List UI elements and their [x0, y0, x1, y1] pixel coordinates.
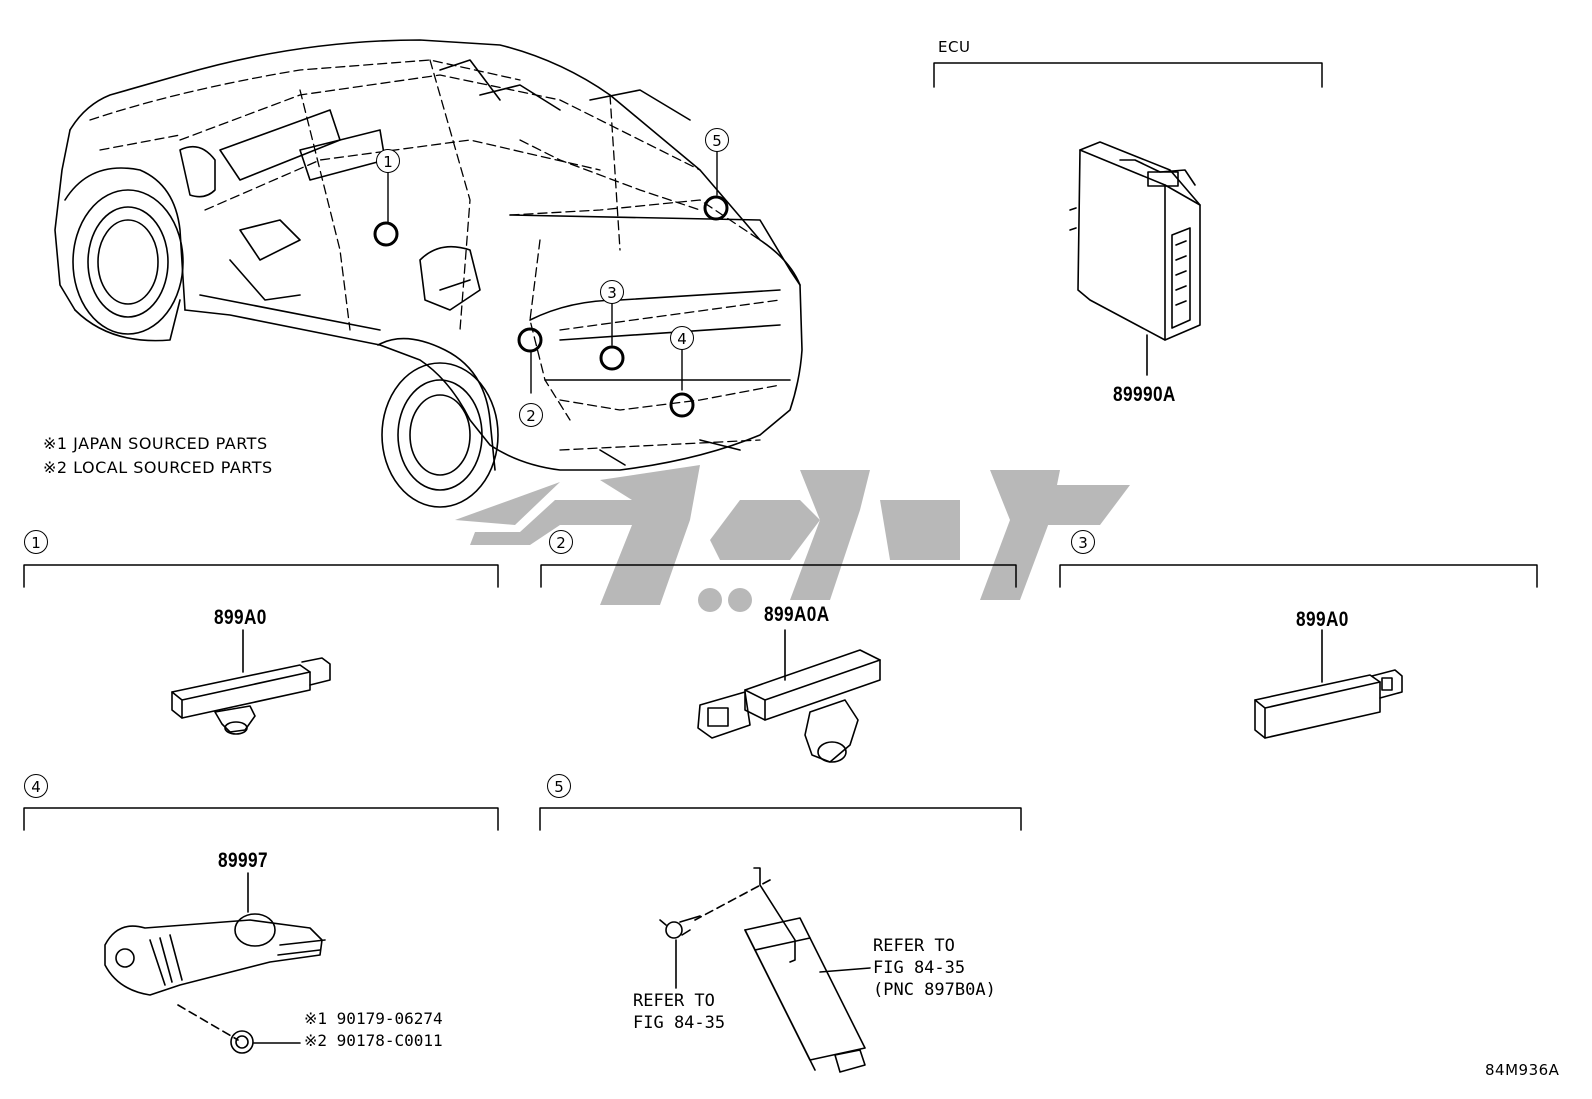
section-4-ref-local: ※2 90178-C0011 [304, 1031, 443, 1050]
section-4-part-number: 89997 [218, 849, 268, 872]
watermark-logo [455, 465, 1130, 612]
section-2-part-number: 899A0A [764, 603, 830, 626]
callout-target-2 [517, 327, 543, 353]
ecu-label: ECU [938, 38, 971, 56]
section-number-4: 4 [24, 774, 48, 798]
callout-1: 1 [376, 149, 400, 173]
section-number-2: 2 [549, 530, 573, 554]
ecu-module-drawing [1069, 141, 1201, 376]
callout-target-3 [599, 345, 625, 371]
ecu-bracket [933, 62, 1323, 88]
section-4-sensor [104, 872, 326, 1054]
section-3-part-number: 899A0 [1296, 608, 1349, 631]
bracket-section-5 [539, 807, 1022, 831]
bracket-section-4 [23, 807, 499, 831]
section-brackets [23, 564, 1538, 831]
section-5-module [659, 867, 871, 1073]
bracket-section-1 [23, 564, 499, 588]
callout-target-1 [373, 221, 399, 247]
section-5-bolt-ref: REFER TO FIG 84-35 [633, 991, 726, 1033]
section-2-antenna [697, 629, 881, 763]
bracket-section-2 [540, 564, 1017, 588]
note-local-sourced: ※2 LOCAL SOURCED PARTS [43, 458, 273, 477]
section-3-antenna [1254, 629, 1403, 739]
callout-target-5 [703, 195, 729, 221]
section-number-5: 5 [547, 774, 571, 798]
callout-3: 3 [600, 280, 624, 304]
callout-leaders [387, 149, 718, 394]
callout-4: 4 [670, 326, 694, 350]
bracket-section-3 [1059, 564, 1538, 588]
note-japan-sourced: ※1 JAPAN SOURCED PARTS [43, 434, 268, 453]
callout-targets [373, 195, 729, 418]
section-number-1: 1 [24, 530, 48, 554]
callout-5: 5 [705, 128, 729, 152]
section-4-ref-japan: ※1 90179-06274 [304, 1009, 443, 1028]
section-1-part-number: 899A0 [214, 606, 267, 629]
callout-target-4 [669, 392, 695, 418]
callout-2: 2 [519, 403, 543, 427]
section-1-antenna [171, 629, 331, 735]
ecu-part-number: 89990A [1113, 383, 1176, 406]
section-5-module-ref: REFER TO FIG 84-35 (PNC 897B0A) [873, 936, 996, 1000]
figure-code: 84M936A [1485, 1061, 1560, 1079]
section-number-3: 3 [1071, 530, 1095, 554]
